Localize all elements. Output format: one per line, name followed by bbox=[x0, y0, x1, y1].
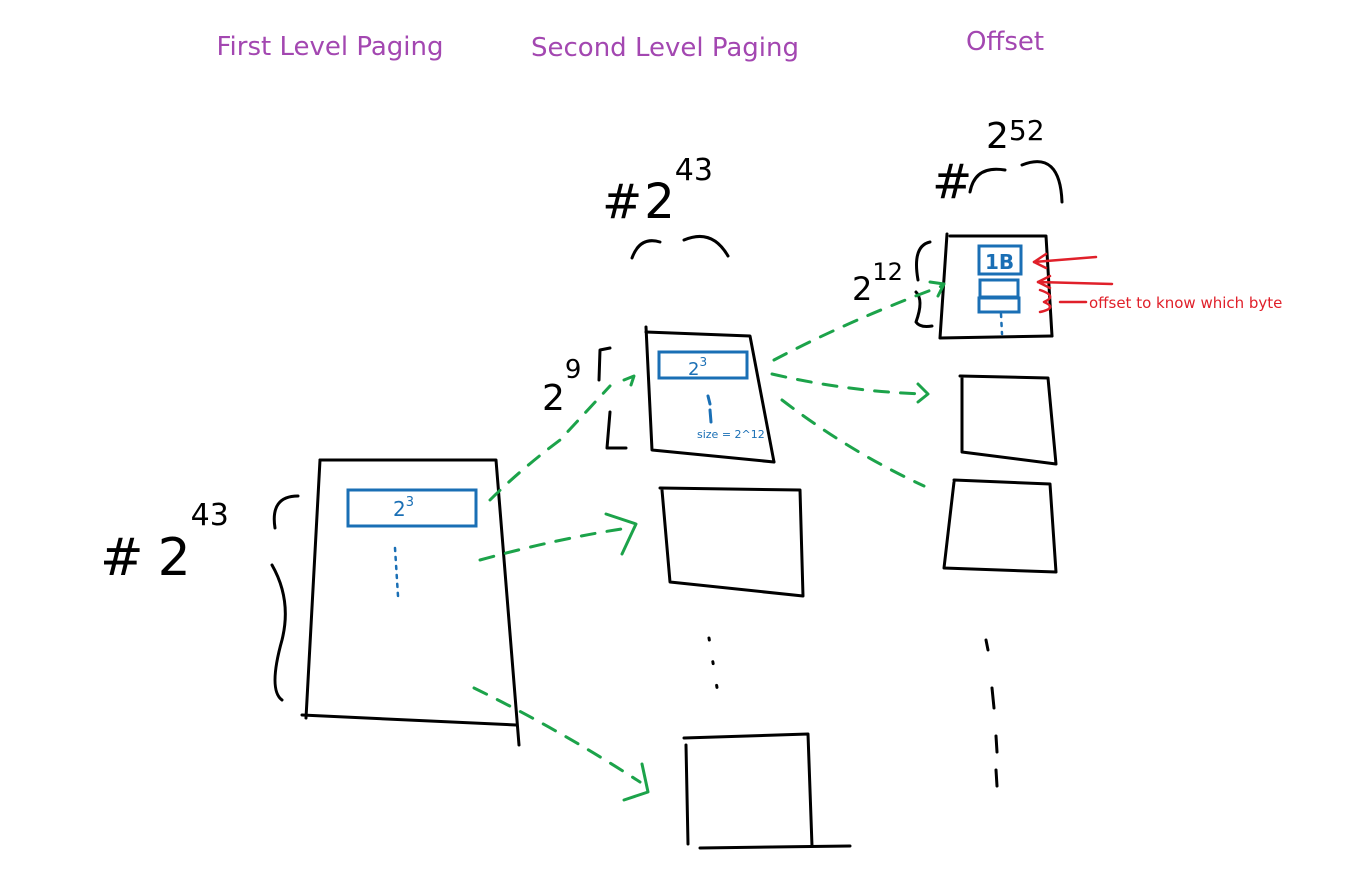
arrow-second-to-offset-3 bbox=[780, 398, 926, 488]
offset-level-hash: # bbox=[932, 154, 972, 210]
arrow-second-to-offset-2 bbox=[770, 372, 928, 396]
second-level-table-2 bbox=[658, 486, 805, 598]
offset-side-brace-top bbox=[915, 240, 932, 282]
offset-page-outline-left-bottom bbox=[938, 232, 1054, 340]
pointer-arrows bbox=[472, 280, 946, 802]
second-level-heading: Second Level Paging bbox=[531, 33, 799, 63]
first-level-brace-top bbox=[272, 494, 300, 530]
offset-level-count: 252 bbox=[986, 114, 1045, 157]
second-level-entry-box bbox=[657, 350, 749, 380]
annotation-arrow-2-head bbox=[1036, 274, 1052, 290]
offset-bytes-continuation bbox=[999, 312, 1004, 336]
offset-page-3 bbox=[942, 478, 1058, 574]
second-level-table-2-outline bbox=[658, 486, 805, 598]
second-level-table-main: 23 size = 2^12 29 bbox=[542, 325, 776, 464]
annotation-arrow-1 bbox=[1032, 255, 1098, 264]
offset-side-label: 212 bbox=[852, 258, 903, 308]
offset-page-2-outline bbox=[958, 374, 1058, 466]
first-level-entry-continuation bbox=[393, 546, 400, 598]
second-level-side-label: 29 bbox=[542, 355, 581, 419]
first-level-table-outline-left bbox=[304, 458, 322, 720]
offset-byte-label: 1B bbox=[985, 250, 1014, 274]
second-level-count: #243 bbox=[602, 153, 713, 230]
second-level-table-last-outline-bottom bbox=[698, 844, 852, 850]
annotation-arrow-2 bbox=[1036, 280, 1114, 286]
offset-page-outline-top-right bbox=[948, 234, 1054, 338]
offset-side-brace-bottom bbox=[914, 290, 934, 328]
offset-pages-ellipsis bbox=[984, 638, 999, 788]
second-level-entry-label: 23 bbox=[688, 355, 707, 380]
second-level-brace-left bbox=[630, 239, 662, 260]
arrow-first-to-second-main-head bbox=[622, 374, 636, 387]
annotation-arrow-1-head bbox=[1032, 252, 1048, 270]
first-level-entry-box bbox=[346, 488, 478, 528]
offset-annotation: offset to know which byte bbox=[1032, 252, 1282, 314]
second-level-size-note: size = 2^12 bbox=[697, 428, 765, 441]
annotation-brace bbox=[1038, 288, 1052, 314]
arrow-first-to-second-2 bbox=[478, 526, 630, 562]
first-level-heading: First Level Paging bbox=[216, 32, 443, 62]
offset-page-3-outline bbox=[942, 478, 1058, 574]
arrow-second-to-offset-main-head bbox=[928, 280, 946, 298]
second-level-table-last-outline-top-right bbox=[682, 732, 814, 848]
second-level-side-brace-top bbox=[597, 346, 612, 382]
second-level-table-outline-top-right bbox=[644, 330, 776, 464]
first-level-entry-label: 23 bbox=[393, 495, 414, 521]
offset-annotation-text: offset to know which byte bbox=[1089, 294, 1282, 312]
offset-byte-box bbox=[977, 244, 1023, 276]
second-level-brace-right bbox=[682, 235, 730, 258]
first-level-table: 23 bbox=[270, 458, 521, 747]
offset-page-main: 1B 212 bbox=[852, 232, 1054, 340]
arrow-second-to-offset-main bbox=[772, 284, 944, 362]
offset-level-brace-right bbox=[1020, 160, 1064, 204]
arrow-first-to-second-last-head bbox=[622, 762, 650, 802]
second-level-tables-ellipsis bbox=[707, 636, 721, 702]
offset-page-2 bbox=[958, 374, 1058, 466]
arrow-first-to-second-2-head bbox=[604, 512, 638, 556]
first-level-count: #243 bbox=[100, 498, 229, 588]
second-level-table-outline-left-bottom bbox=[644, 325, 776, 464]
second-level-table-last-outline-left bbox=[684, 743, 690, 846]
offset-byte-box-3 bbox=[977, 296, 1021, 314]
offset-level-brace-left bbox=[968, 167, 1007, 194]
second-level-side-brace-bottom bbox=[605, 410, 628, 450]
second-level-table-last bbox=[682, 732, 852, 850]
offset-byte-box-2 bbox=[978, 278, 1020, 299]
arrow-first-to-second-last bbox=[472, 686, 642, 784]
first-level-table-outline-bottom bbox=[300, 713, 518, 727]
arrow-first-to-second-main bbox=[488, 384, 612, 502]
second-level-entry-continuation bbox=[706, 394, 713, 424]
arrow-second-to-offset-2-head bbox=[916, 382, 930, 404]
offset-heading: Offset bbox=[966, 27, 1044, 57]
first-level-table-outline-top-right bbox=[318, 458, 521, 747]
first-level-brace-bottom bbox=[270, 563, 287, 702]
